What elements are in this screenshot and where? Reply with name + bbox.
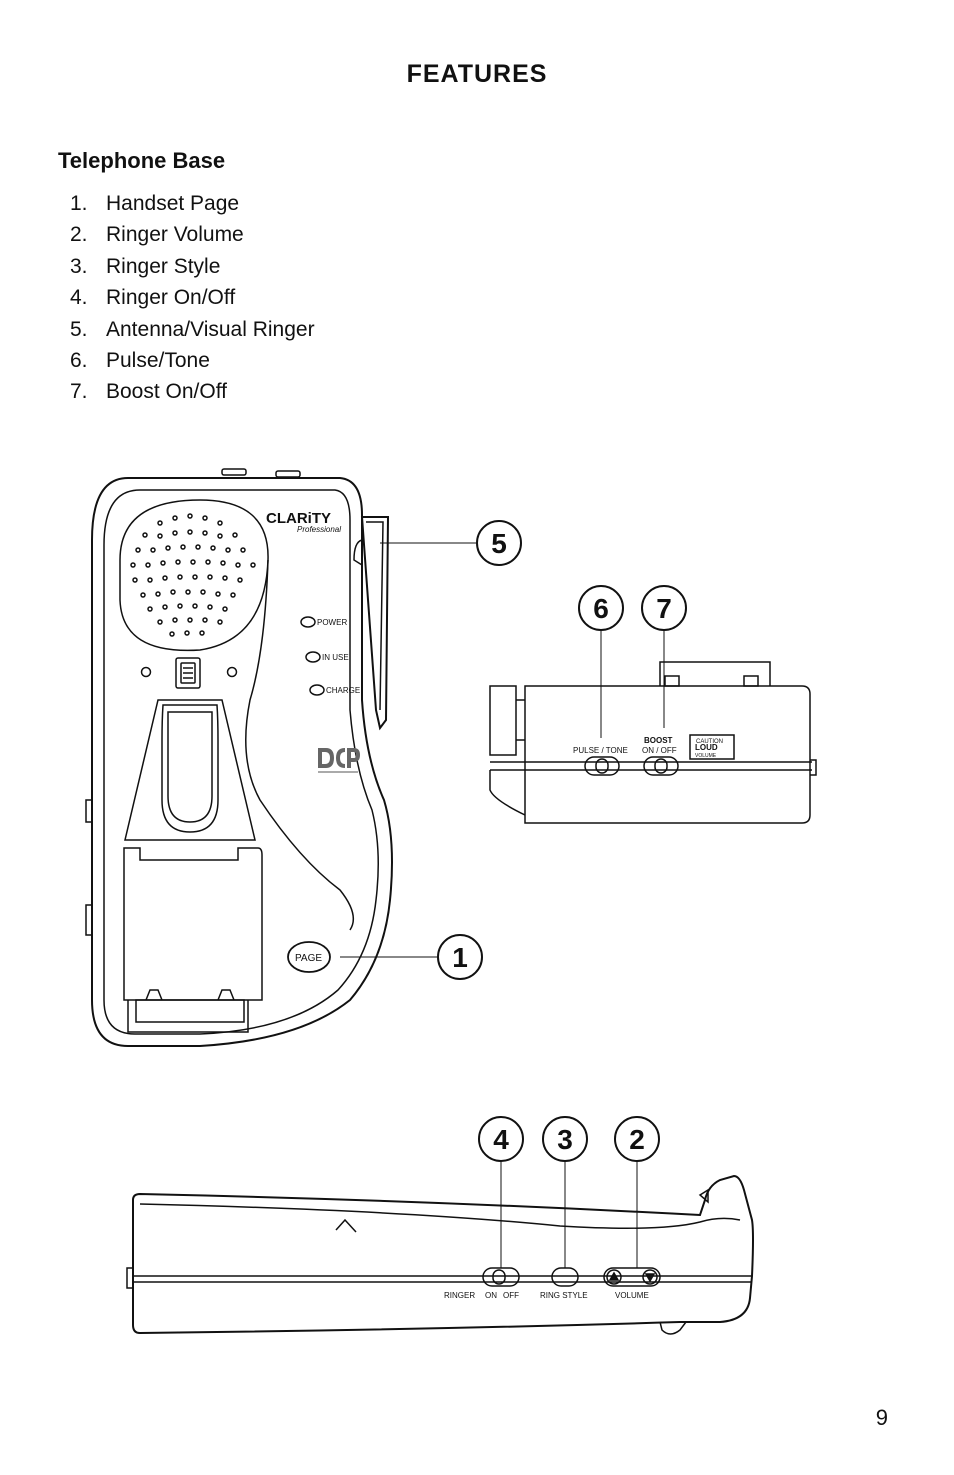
list-item-number: 1. xyxy=(70,192,88,215)
caution-label: CAUTION xyxy=(696,739,723,745)
list-item: 4. Ringer On/Off xyxy=(70,282,315,313)
brand-subtitle: Professional xyxy=(297,525,341,534)
callout-6 xyxy=(578,585,624,738)
list-item-label: Boost On/Off xyxy=(106,380,228,404)
in-use-label: IN USE xyxy=(322,653,349,662)
callout-3-number: 3 xyxy=(557,1124,573,1155)
feature-list: 1. Handset Page 2. Ringer Volume 3. Ringer … xyxy=(70,188,315,408)
side-view xyxy=(126,1174,754,1335)
loud-label: LOUD xyxy=(695,743,718,752)
list-item-label: Ringer Style xyxy=(106,254,221,278)
list-item-label: Ringer Volume xyxy=(106,223,244,247)
speaker-grille xyxy=(130,513,256,637)
volume-up-icon xyxy=(606,1269,622,1285)
top-view xyxy=(85,468,393,1047)
list-item: 1. Handset Page xyxy=(70,188,315,219)
list-item: 6. Pulse/Tone xyxy=(70,345,315,376)
ringer-off-label: OFF xyxy=(503,1291,519,1300)
list-item: 3. Ringer Style xyxy=(70,251,315,282)
list-item-label: Handset Page xyxy=(106,192,240,215)
dcp-logo xyxy=(318,748,360,773)
caution-volume-label: VOLUME xyxy=(695,753,717,759)
page-number: 9 xyxy=(875,1405,888,1430)
list-item-number: 7. xyxy=(70,380,88,404)
page-title: FEATURES xyxy=(406,60,548,88)
callout-3 xyxy=(542,1116,588,1268)
callout-6-number: 6 xyxy=(593,593,609,624)
list-item-number: 6. xyxy=(70,349,88,373)
callout-2 xyxy=(614,1116,660,1268)
back-view xyxy=(489,661,817,824)
list-item-label: Pulse/Tone xyxy=(106,349,210,373)
callout-5 xyxy=(380,520,522,566)
power-label: POWER xyxy=(317,618,347,627)
page-button xyxy=(287,941,331,973)
list-item: 2. Ringer Volume xyxy=(70,219,315,250)
callout-4-number: 4 xyxy=(493,1124,509,1155)
ringer-label: RINGER xyxy=(444,1291,475,1300)
callout-2-number: 2 xyxy=(629,1124,645,1155)
list-item-number: 3. xyxy=(70,254,88,278)
list-item-number: 5. xyxy=(70,317,88,341)
brand-logo: CLARiTY xyxy=(266,510,331,527)
antenna xyxy=(360,516,390,731)
charge-label: CHARGE xyxy=(326,686,360,695)
ring-style-button xyxy=(551,1267,579,1287)
callout-1 xyxy=(340,934,483,980)
callout-7 xyxy=(641,585,687,728)
side-volume-label: VOLUME xyxy=(615,1291,649,1300)
callout-5-number: 5 xyxy=(491,528,507,559)
boost-on-off-label: ON / OFF xyxy=(642,746,677,755)
volume-rocker xyxy=(603,1267,661,1287)
list-item-number: 2. xyxy=(70,223,88,247)
boost-label: BOOST xyxy=(644,736,673,745)
boost-switch xyxy=(643,756,679,776)
callout-4 xyxy=(478,1116,524,1268)
list-item-label: Antenna/Visual Ringer xyxy=(106,317,315,341)
callout-1-number: 1 xyxy=(452,942,468,973)
pulse-tone-switch xyxy=(584,756,620,776)
list-item-number: 4. xyxy=(70,286,88,310)
callout-7-number: 7 xyxy=(656,593,672,624)
section-title: Telephone Base xyxy=(58,148,226,173)
page-button-label: PAGE xyxy=(295,953,322,964)
list-item: 7. Boost On/Off xyxy=(70,376,315,407)
list-item-label: Ringer On/Off xyxy=(106,286,236,310)
pulse-tone-label: PULSE / TONE xyxy=(573,746,628,755)
volume-down-icon xyxy=(642,1269,658,1285)
ring-style-label: RING STYLE xyxy=(540,1291,588,1300)
list-item: 5. Antenna/Visual Ringer xyxy=(70,314,315,345)
ringer-on-label: ON xyxy=(485,1291,497,1300)
